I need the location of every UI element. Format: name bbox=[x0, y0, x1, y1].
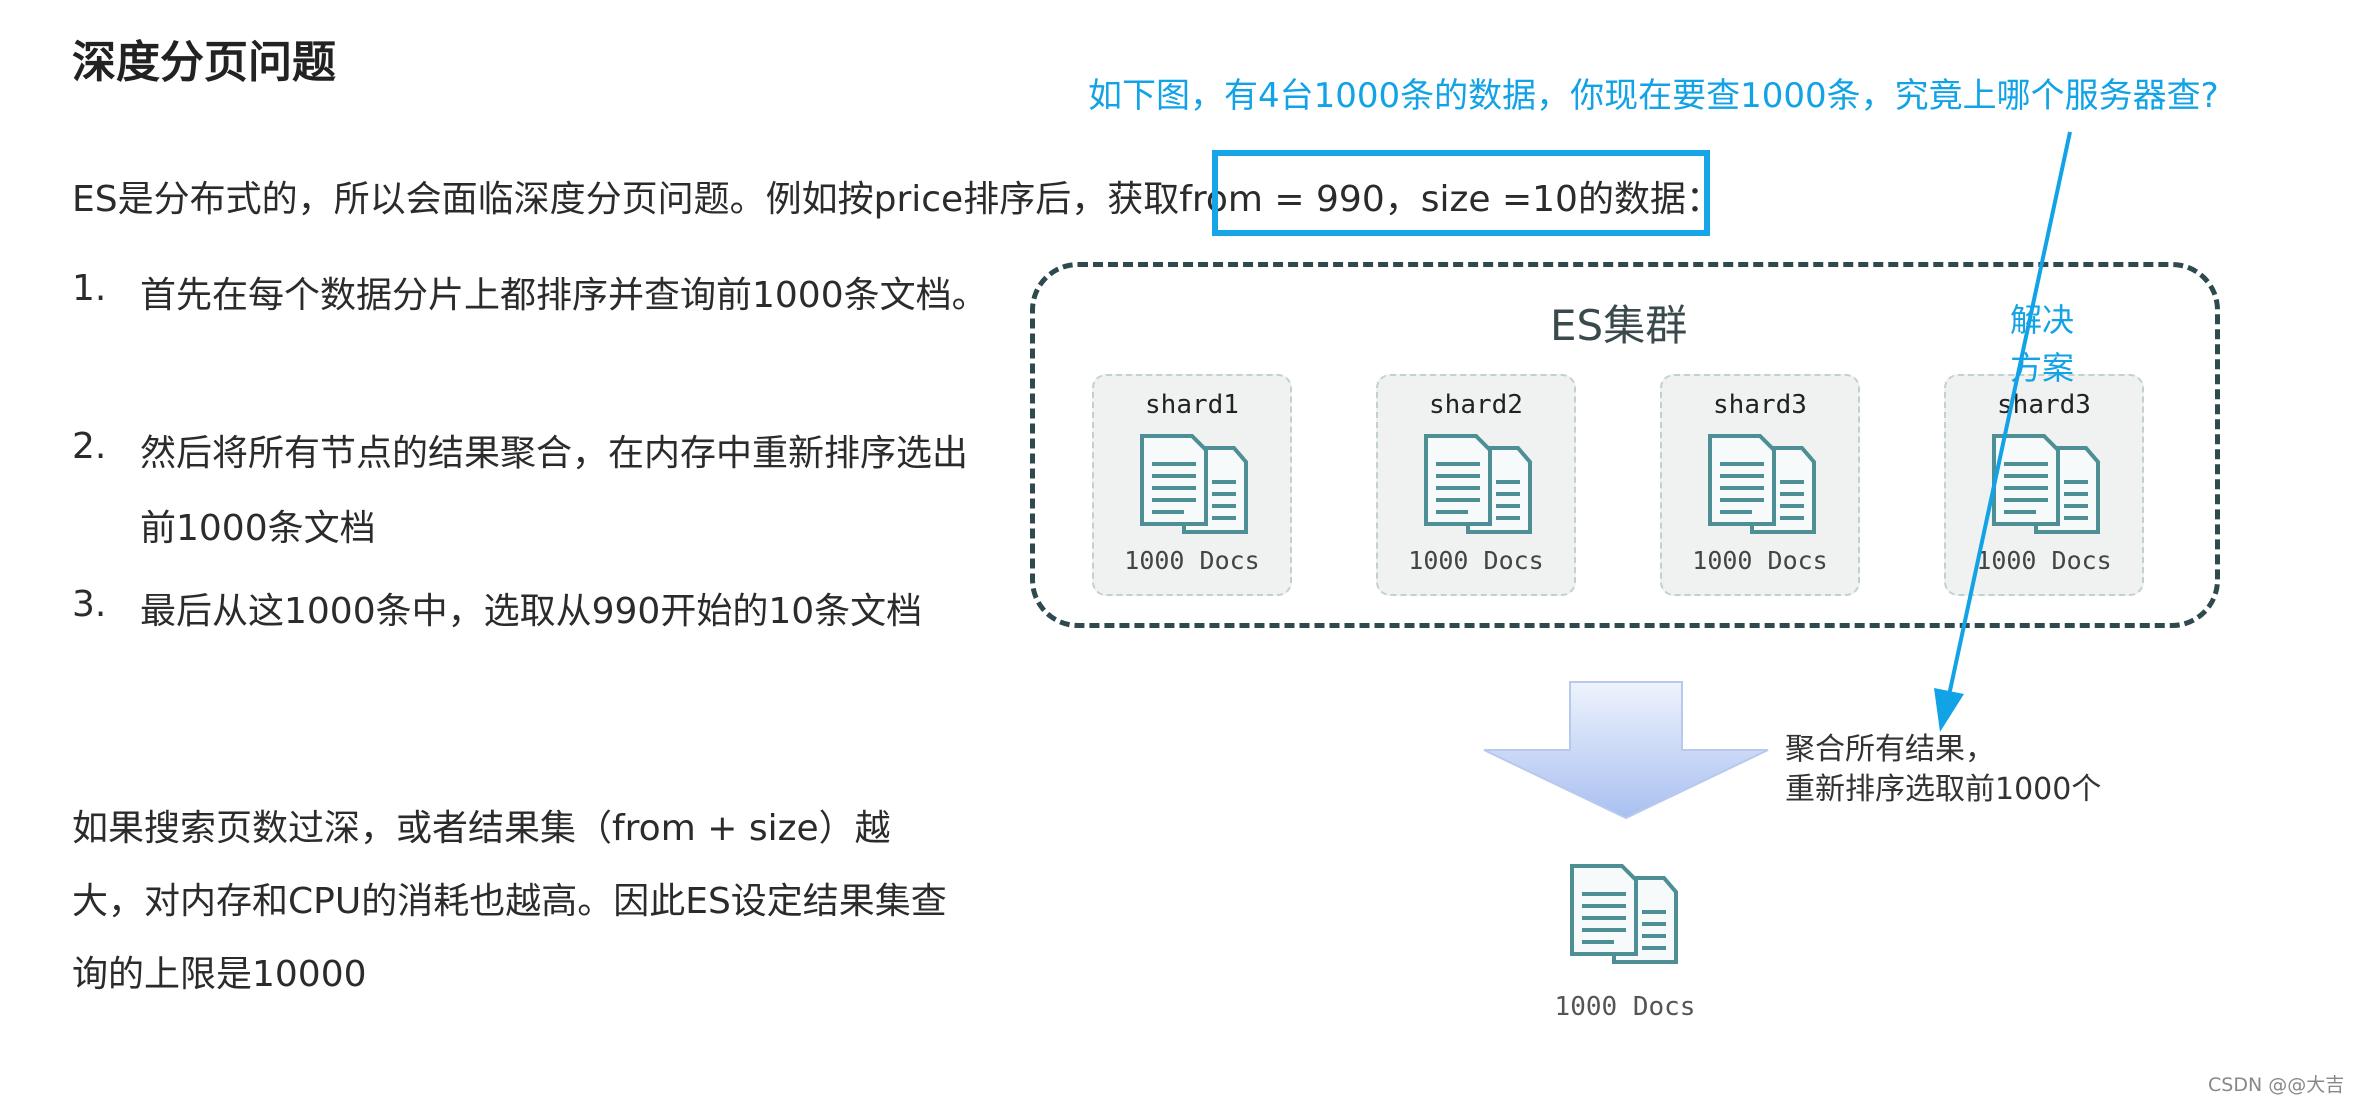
step-number: 1. bbox=[72, 268, 107, 309]
final-docs-label: 1000 Docs bbox=[1554, 992, 1696, 1022]
shard-card: shard2 1000 Docs bbox=[1376, 374, 1576, 596]
intro-highlight: 获取from = 990，size =10 bbox=[1107, 179, 1578, 220]
shard-card: shard3 1000 Docs bbox=[1660, 374, 1860, 596]
watermark: CSDN @@大吉 bbox=[2208, 1074, 2345, 1096]
step-number: 3. bbox=[72, 584, 107, 625]
shard-docs: 1000 Docs bbox=[1124, 546, 1260, 575]
annotation-question: 如下图，有4台1000条的数据，你现在要查1000条，究竟上哪个服务器查? bbox=[1088, 76, 2219, 116]
shard-docs: 1000 Docs bbox=[1692, 546, 1828, 575]
step-text: 最后从这1000条中，选取从990开始的10条文档 bbox=[140, 591, 923, 632]
document-icon bbox=[1570, 864, 1678, 964]
intro-before: ES是分布式的，所以会面临深度分页问题。例如按price排序后， bbox=[72, 179, 1108, 220]
es-cluster-box bbox=[1030, 262, 2220, 628]
annotation-solution-line1: 解决 bbox=[2010, 301, 2075, 339]
annotation-arrow-icon bbox=[1934, 131, 2072, 732]
page-heading: 深度分页问题 bbox=[72, 37, 336, 88]
aggregate-note: 聚合所有结果， 重新排序选取前1000个 bbox=[1785, 730, 2101, 810]
shard-card: shard1 1000 Docs bbox=[1092, 374, 1292, 596]
document-icon bbox=[1140, 434, 1248, 534]
aggregate-line2: 重新排序选取前1000个 bbox=[1785, 772, 2102, 807]
shard-name: shard1 bbox=[1145, 390, 1239, 420]
shard-docs: 1000 Docs bbox=[1408, 546, 1544, 575]
step-text: 然后将所有节点的结果聚合，在内存中重新排序选出前1000条文档 bbox=[140, 433, 969, 549]
document-icon bbox=[1424, 434, 1532, 534]
shard-name: shard2 bbox=[1429, 390, 1523, 420]
intro-paragraph: ES是分布式的，所以会面临深度分页问题。例如按price排序后，获取from =… bbox=[72, 170, 1722, 222]
step-text: 首先在每个数据分片上都排序并查询前1000条文档。 bbox=[140, 275, 988, 316]
document-icon bbox=[1992, 434, 2100, 534]
shard-name: shard3 bbox=[1713, 390, 1807, 420]
conclusion-paragraph: 如果搜索页数过深，或者结果集（from + size）越大，对内存和CPU的消耗… bbox=[72, 808, 947, 995]
shard-docs: 1000 Docs bbox=[1976, 546, 2112, 575]
intro-after: 的数据： bbox=[1577, 179, 1722, 220]
highlight-box bbox=[1212, 150, 1710, 236]
step-number: 2. bbox=[72, 426, 107, 467]
aggregate-line1: 聚合所有结果， bbox=[1785, 732, 1995, 767]
down-arrow-icon bbox=[1483, 681, 1769, 820]
document-icon bbox=[1708, 434, 1816, 534]
cluster-title: ES集群 bbox=[1550, 301, 1688, 350]
